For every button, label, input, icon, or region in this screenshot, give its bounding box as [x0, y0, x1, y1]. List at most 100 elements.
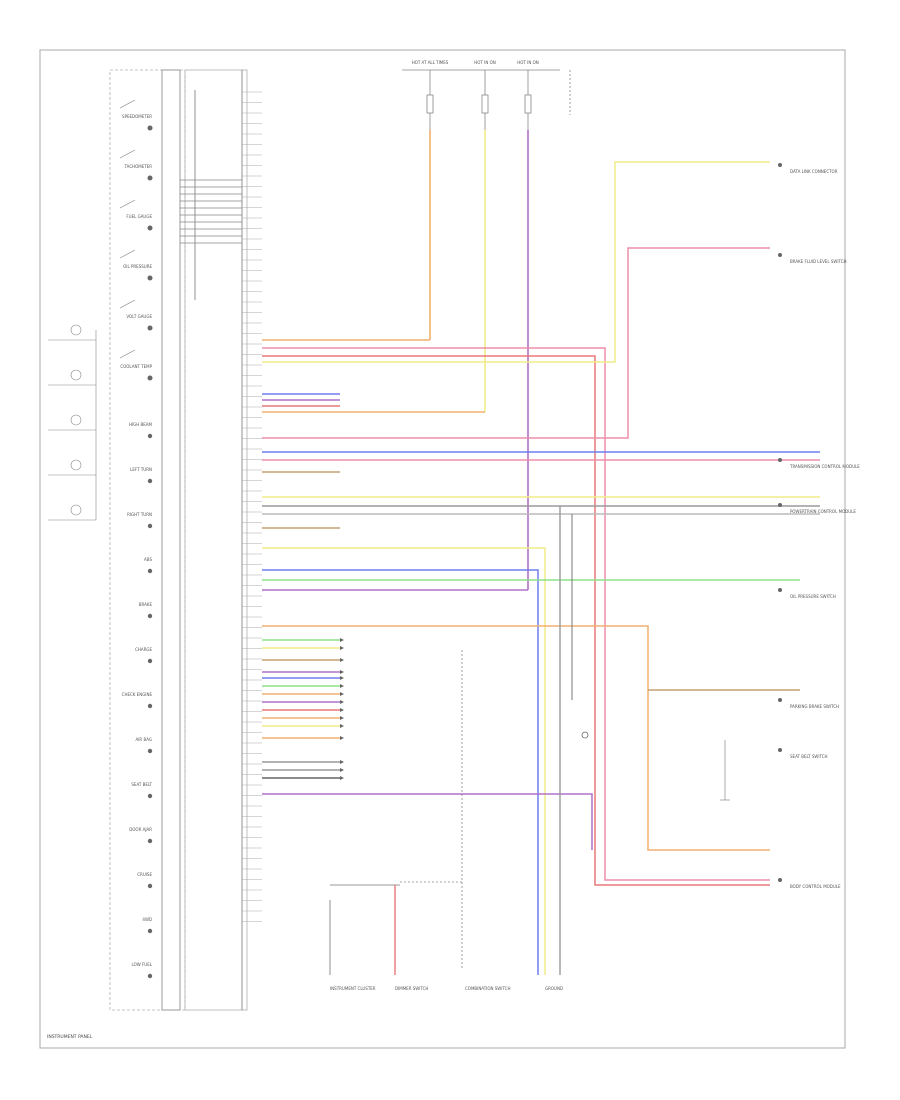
gauge-terminal-2	[147, 175, 153, 181]
ground-symbol	[581, 731, 589, 739]
stub-arrow-10	[340, 716, 344, 720]
lamp-4	[70, 459, 82, 471]
right-component-6: PARKING BRAKE SWITCH	[790, 704, 839, 709]
fuse-body-1	[426, 94, 434, 114]
indicator-terminal-12	[147, 928, 153, 934]
right-component-3: TRANSMISSION CONTROL MODULE	[789, 464, 860, 469]
indicator-label-6: CHARGE	[135, 647, 152, 652]
indicator-terminal-6	[147, 658, 153, 664]
stub-arrow-7	[340, 692, 344, 696]
indicator-terminal-9	[147, 793, 153, 799]
fuse-label-3: HOT IN ON	[517, 60, 538, 65]
indicator-terminal-3	[147, 523, 153, 529]
fuse-label-1: HOT AT ALL TIMES	[412, 60, 449, 65]
fuses-group: HOT AT ALL TIMES HOT IN ON HOT IN ON	[402, 60, 571, 130]
right-component-7: SEAT BELT SWITCH	[790, 754, 828, 759]
lamp-3	[70, 414, 82, 426]
gauge-terminal-4	[147, 275, 153, 281]
gauge-label-4: OIL PRESSURE	[123, 264, 152, 269]
gauge-needle-3	[119, 199, 136, 209]
gauge-terminal-3	[147, 225, 153, 231]
gauge-label-1: SPEEDOMETER	[122, 114, 152, 119]
gauge-needle-1	[119, 99, 136, 109]
right-terminal-6	[778, 698, 782, 702]
indicator-terminal-7	[147, 703, 153, 709]
right-terminal-2	[778, 253, 782, 257]
gauge-label-6: COOLANT TEMP	[120, 364, 152, 369]
cluster-pins-group	[180, 91, 262, 922]
fuse-body-3	[524, 94, 532, 114]
lamp-1	[70, 324, 82, 336]
stub-arrow-1	[340, 638, 344, 642]
stub-arrow-5	[340, 676, 344, 680]
indicator-terminal-8	[147, 748, 153, 754]
gauges-group: SPEEDOMETER TACHOMETER FUEL GAUGE OIL PRESS…	[119, 99, 153, 381]
right-component-4: POWERTRAIN CONTROL MODULE	[790, 509, 856, 514]
bottom-components-group: INSTRUMENT CLUSTER DIMMER SWITCH COMBINATI…	[330, 986, 563, 991]
cluster-outline	[109, 69, 186, 1011]
right-component-1: DATA LINK CONNECTOR	[790, 169, 838, 174]
right-component-8: BODY CONTROL MODULE	[790, 884, 841, 889]
right-terminal-8	[778, 878, 782, 882]
fuse-body-2	[481, 94, 489, 114]
bottom-component-1: INSTRUMENT CLUSTER	[330, 986, 376, 991]
stub-arrow-13	[340, 760, 344, 764]
bottom-component-4: GROUND	[545, 986, 563, 991]
right-terminal-3	[778, 458, 782, 462]
indicator-label-7: CHECK ENGINE	[122, 692, 153, 697]
stub-arrow-3	[340, 658, 344, 662]
indicator-label-4: ABS	[144, 557, 152, 562]
gauge-label-2: TACHOMETER	[124, 164, 153, 169]
wire-pink-brake	[262, 247, 770, 439]
fuse-label-2: HOT IN ON	[474, 60, 495, 65]
cluster-bus-bar	[161, 69, 181, 1011]
indicator-terminal-10	[147, 838, 153, 844]
bottom-component-3: COMBINATION SWITCH	[465, 986, 510, 991]
gauge-label-3: FUEL GAUGE	[126, 214, 152, 219]
cluster-inner-panel	[184, 69, 248, 1011]
indicator-label-3: RIGHT TURN	[127, 512, 152, 517]
gauge-label-5: VOLT GAUGE	[126, 314, 152, 319]
indicator-label-5: BRAKE	[139, 602, 153, 607]
indicator-terminal-2	[147, 478, 153, 484]
lamp-2	[70, 369, 82, 381]
indicator-label-9: SEAT BELT	[131, 782, 152, 787]
gauge-needle-2	[119, 149, 136, 159]
indicator-label-10: DOOR AJAR	[129, 827, 152, 832]
indicator-label-1: HIGH BEAM	[129, 422, 153, 427]
gauge-terminal-1	[147, 125, 153, 131]
indicator-terminal-13	[147, 973, 153, 979]
right-component-5: OIL PRESSURE SWITCH	[790, 594, 836, 599]
bottom-area	[329, 731, 589, 975]
indicator-label-11: CRUISE	[137, 872, 152, 877]
stub-arrow-4	[340, 670, 344, 674]
wire-yellow-down	[262, 547, 546, 975]
stub-arrow-15	[340, 776, 344, 780]
right-terminal-7	[778, 748, 782, 752]
stub-arrow-11	[340, 724, 344, 728]
indicators-group: HIGH BEAM LEFT TURN RIGHT TURN ABS BRAKE CHAR…	[48, 324, 153, 979]
indicator-label-12: 4WD	[142, 917, 152, 922]
indicator-terminal-11	[147, 883, 153, 889]
right-component-2: BRAKE FLUID LEVEL SWITCH	[790, 259, 847, 264]
indicator-label-8: AIR BAG	[136, 737, 152, 742]
wire-yellow-dlc	[262, 161, 770, 363]
wire-purple-bottom	[262, 793, 593, 850]
stub-arrow-14	[340, 768, 344, 772]
indicator-terminal-4	[147, 568, 153, 574]
wire-pink-1	[262, 347, 770, 881]
wire-blue-down	[262, 569, 539, 975]
lamp-5	[70, 504, 82, 516]
stub-arrow-2	[340, 646, 344, 650]
stub-wires-group	[262, 638, 344, 780]
gauge-needle-5	[119, 299, 136, 309]
stub-arrow-9	[340, 708, 344, 712]
stub-arrow-12	[340, 736, 344, 740]
indicator-terminal-1	[147, 433, 153, 439]
indicator-terminal-5	[147, 613, 153, 619]
bottom-component-2: DIMMER SWITCH	[395, 986, 428, 991]
indicator-label-2: LEFT TURN	[130, 467, 152, 472]
wire-red-1	[262, 355, 770, 886]
footer-label: INSTRUMENT PANEL	[47, 1034, 93, 1040]
right-terminal-4	[778, 503, 782, 507]
